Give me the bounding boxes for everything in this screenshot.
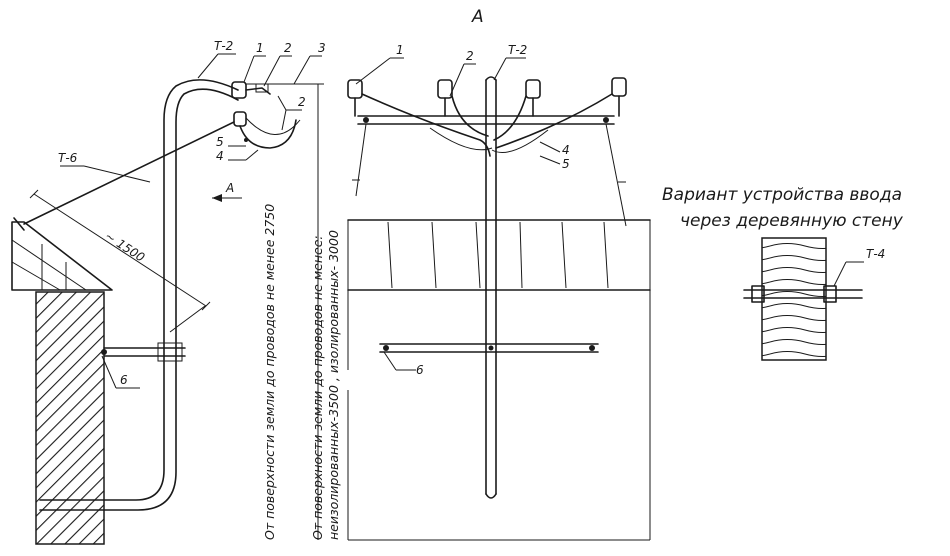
view-arrow: А — [212, 181, 242, 202]
label-4-front: 4 — [562, 143, 570, 157]
dim-1500-text: ~ 1500 — [102, 229, 147, 265]
view-arrow-text: А — [225, 181, 234, 195]
label-4-side: 4 — [216, 149, 224, 163]
front-view: А — [310, 7, 651, 541]
bracket-6 — [101, 342, 186, 362]
house-roof — [11, 217, 113, 291]
label-2b-side: 2 — [298, 95, 306, 109]
side-insulators — [231, 81, 318, 149]
wall-bushing — [743, 261, 864, 303]
front-bracket-6 — [379, 343, 599, 353]
variant-title-2: через деревянную стену — [680, 211, 904, 231]
front-leaders — [355, 57, 561, 371]
front-building — [347, 219, 651, 541]
side-view: ~ 1500 А Т-2 — [11, 39, 326, 545]
label-5-front: 5 — [562, 157, 570, 171]
height-min-general: От поверхности земли до проводов не мене… — [262, 204, 277, 540]
label-2-side: 2 — [284, 41, 292, 55]
drop-wires — [352, 123, 627, 227]
label-3-side: 3 — [318, 41, 326, 55]
house-wall — [35, 291, 105, 545]
label-t2-front: Т-2 — [508, 43, 527, 57]
riser-pipe — [39, 79, 239, 511]
label-2-front: 2 — [466, 49, 474, 63]
label-5-side: 5 — [216, 135, 224, 149]
label-6-front: 6 — [416, 363, 424, 377]
label-t6: Т-6 — [58, 151, 78, 165]
height-min-line1: От поверхности земли до проводов не мене… — [310, 235, 325, 540]
view-title: А — [471, 7, 484, 27]
label-1-side: 1 — [256, 41, 264, 55]
brace — [169, 305, 206, 333]
wooden-wall — [761, 237, 827, 361]
conductor — [23, 121, 235, 225]
variant-title-1: Вариант устройства ввода — [662, 185, 902, 205]
label-t2-side: Т-2 — [214, 39, 233, 53]
height-min-line2: неизолированных-3500 , изолированных- 30… — [326, 230, 341, 540]
front-insulators — [347, 77, 627, 117]
label-1-front: 1 — [396, 43, 404, 57]
label-t4: Т-4 — [866, 247, 885, 261]
variant-detail: Вариант устройства ввода через деревянну… — [662, 185, 904, 361]
side-leaders — [60, 53, 322, 389]
label-6-side: 6 — [120, 373, 128, 387]
front-wires — [361, 93, 613, 157]
